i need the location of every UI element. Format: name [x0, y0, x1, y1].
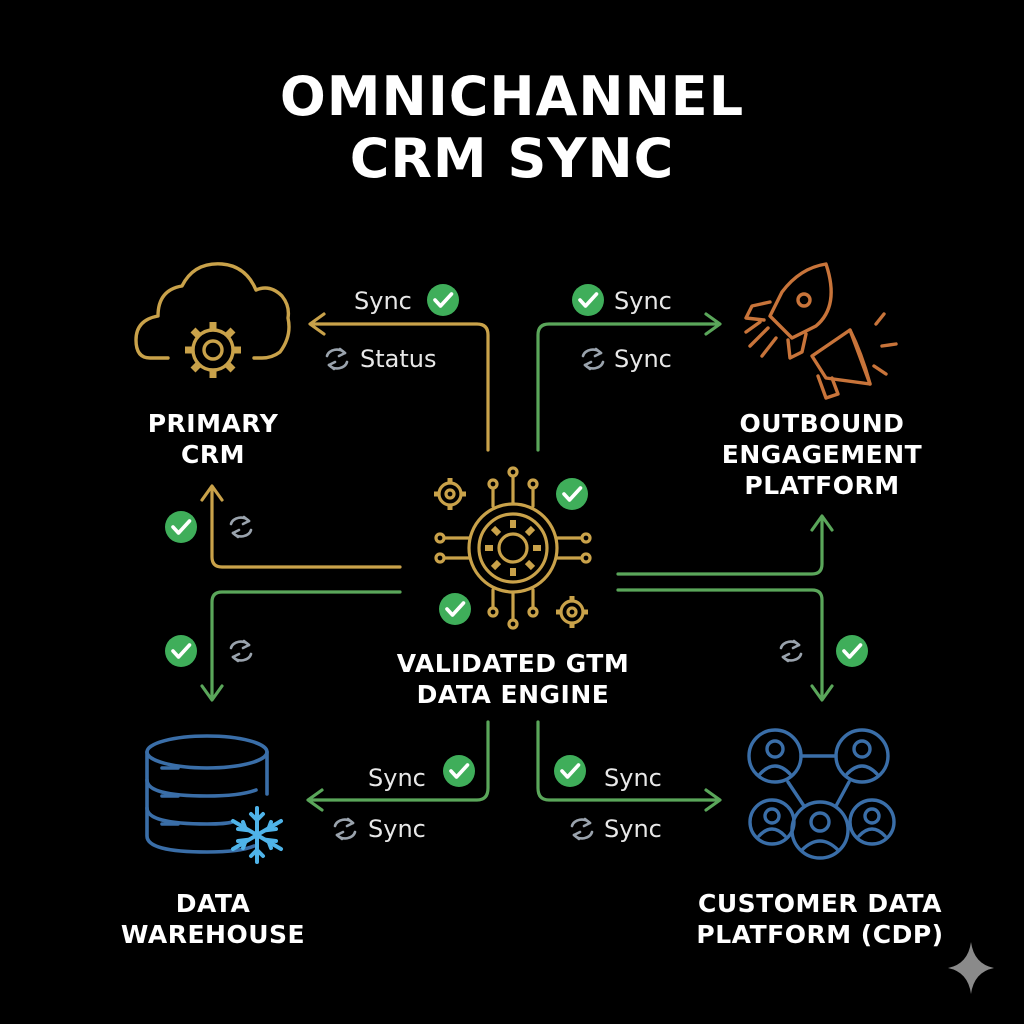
check-icon: [163, 633, 199, 669]
circuit-gear-icon: [434, 466, 592, 630]
node-label-primary-crm: PRIMARY CRM: [147, 409, 279, 469]
sparkle-icon: [948, 942, 994, 994]
node-label-cdp: CUSTOMER DATA PLATFORM (CDP): [696, 889, 944, 949]
edge-engine-outbound-right: [616, 516, 824, 576]
arrowhead: [704, 312, 722, 336]
edge-label-warehouse-sync-2: Sync: [368, 815, 426, 843]
title-line-1: OMNICHANNEL: [279, 65, 745, 128]
edge-engine-cdp-bottom: [536, 720, 720, 802]
edge-label-outbound-sync: Sync: [614, 287, 672, 315]
edge-label-outbound-sync-2: Sync: [614, 345, 672, 373]
sync-cycle-icon: [325, 347, 349, 371]
check-icon: [437, 591, 473, 627]
edge-label-crm-sync: Sync: [354, 287, 412, 315]
page-title: OMNICHANNEL CRM SYNC: [0, 66, 1024, 190]
check-icon: [834, 633, 870, 669]
arrowhead: [200, 484, 224, 502]
arrowhead: [306, 788, 324, 812]
rocket-megaphone-icon: [744, 262, 898, 400]
sync-cycle-icon: [229, 639, 253, 663]
edge-engine-outbound-top: [536, 322, 720, 452]
check-icon: [163, 509, 199, 545]
check-icon: [425, 282, 461, 318]
check-icon: [441, 753, 477, 789]
sync-cycle-icon: [229, 515, 253, 539]
node-label-engine: VALIDATED GTM DATA ENGINE: [396, 649, 630, 709]
node-label-warehouse: DATA WAREHOUSE: [120, 889, 306, 949]
check-icon: [570, 282, 606, 318]
arrowhead: [704, 788, 722, 812]
arrowhead: [308, 312, 326, 336]
edge-engine-crm-top: [310, 322, 490, 452]
sync-cycle-icon: [333, 817, 357, 841]
title-line-2: CRM SYNC: [349, 127, 675, 190]
edge-engine-warehouse-left: [210, 590, 402, 700]
edge-label-cdp-sync: Sync: [604, 764, 662, 792]
people-network-icon: [747, 728, 896, 860]
edge-engine-warehouse-bottom: [308, 720, 490, 802]
arrowhead: [810, 514, 834, 532]
cloud-gear-icon: [134, 262, 291, 378]
check-icon: [552, 753, 588, 789]
edge-label-crm-status: Status: [360, 345, 437, 373]
check-icon: [554, 476, 590, 512]
edge-engine-crm-left: [210, 486, 402, 569]
node-label-outbound: OUTBOUND ENGAGEMENT PLATFORM: [721, 409, 923, 500]
edge-label-warehouse-sync: Sync: [368, 764, 426, 792]
arrowhead: [810, 684, 834, 702]
snowflake-icon: [231, 806, 283, 864]
sync-cycle-icon: [570, 817, 594, 841]
edge-engine-cdp-right: [616, 588, 824, 700]
database-snowflake-icon: [145, 734, 269, 854]
sync-cycle-icon: [581, 347, 605, 371]
arrowhead: [200, 684, 224, 702]
sync-cycle-icon: [779, 639, 803, 663]
edge-label-cdp-sync-2: Sync: [604, 815, 662, 843]
